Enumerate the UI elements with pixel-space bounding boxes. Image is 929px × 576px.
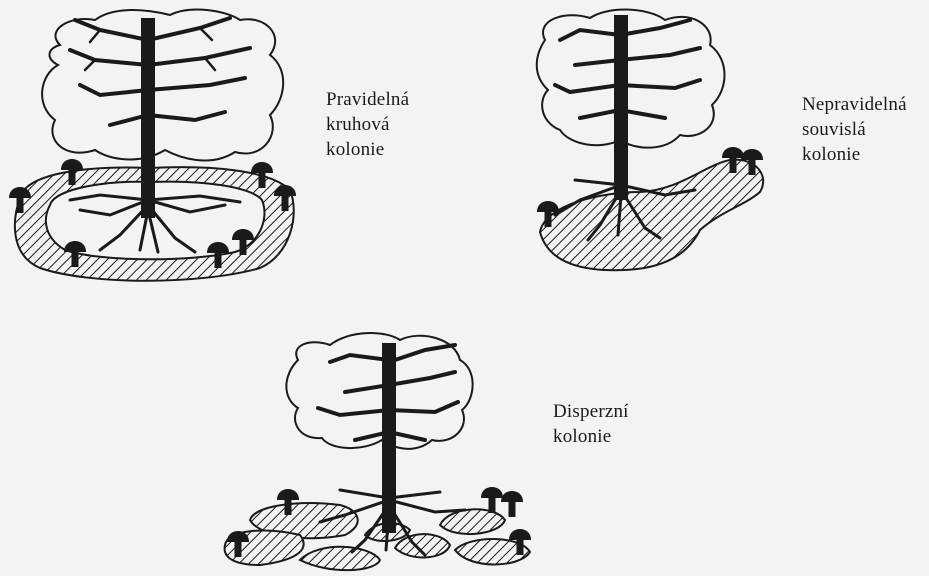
label-line: Disperzní: [553, 399, 629, 424]
label-line: souvislá: [802, 117, 907, 142]
continuous-colony-hatched: [540, 160, 763, 271]
mushroom-icon: [501, 491, 523, 517]
trunk: [614, 15, 628, 200]
regular-ring-colony-label: Pravidelná kruhová kolonie: [326, 87, 409, 162]
dispersed-colony-figure: [225, 333, 531, 570]
irregular-continuous-colony-figure: [537, 10, 763, 271]
label-line: kolonie: [326, 137, 409, 162]
label-line: Nepravidelná: [802, 92, 907, 117]
irregular-continuous-colony-label: Nepravidelná souvislá kolonie: [802, 92, 907, 167]
label-line: kolonie: [802, 142, 907, 167]
crown-outline: [537, 10, 725, 148]
regular-ring-colony-figure: [9, 10, 296, 281]
dispersed-colony-label: Disperzní kolonie: [553, 399, 629, 449]
label-line: kolonie: [553, 424, 629, 449]
crown-outline: [286, 333, 472, 449]
label-line: kruhová: [326, 112, 409, 137]
dispersed-patches-hatched: [225, 503, 530, 570]
branches: [70, 18, 250, 125]
label-line: Pravidelná: [326, 87, 409, 112]
